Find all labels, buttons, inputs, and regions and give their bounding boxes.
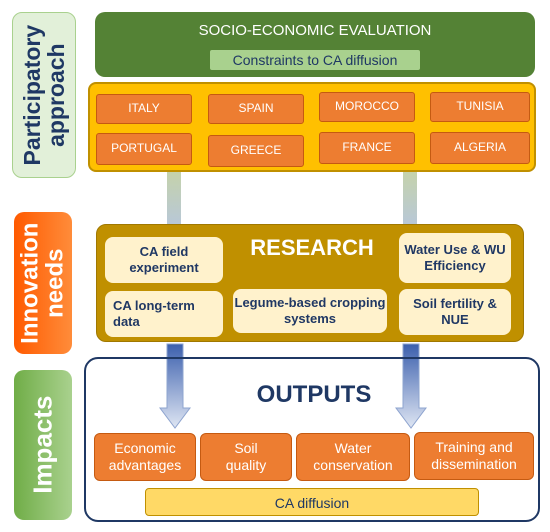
side-label-impacts: Impacts <box>14 370 72 520</box>
research-item-soil-fertility: Soil fertility & NUE <box>399 289 511 335</box>
outputs-title: OUTPUTS <box>256 381 372 408</box>
arrow-left-down <box>159 343 191 429</box>
country-spain: SPAIN <box>208 94 304 124</box>
research-item-ca-field-experiment: CA field experiment <box>105 237 223 283</box>
countries-box: ITALY SPAIN MOROCCO TUNISIA PORTUGAL GRE… <box>88 82 536 172</box>
outputs-footer: CA diffusion <box>145 488 479 516</box>
side-label-participatory: Participatory approach <box>12 12 76 178</box>
country-italy: ITALY <box>96 94 192 124</box>
outputs-box: OUTPUTS <box>84 357 540 522</box>
output-water-conservation: Water conservation <box>296 433 410 481</box>
research-item-ca-long-term-data: CA long-term data <box>105 291 223 337</box>
header-subtitle: Constraints to CA diffusion <box>210 50 420 70</box>
connector-right-upper <box>403 168 417 228</box>
header-title: SOCIO-ECONOMIC EVALUATION <box>198 22 432 39</box>
country-france: FRANCE <box>319 132 415 164</box>
side-label-innovation: Innovation needs <box>14 212 72 354</box>
header-box: SOCIO-ECONOMIC EVALUATION Constraints to… <box>95 12 535 77</box>
country-portugal: PORTUGAL <box>96 133 192 165</box>
research-item-legume-cropping: Legume-based cropping systems <box>233 289 387 333</box>
arrow-right-down <box>395 343 427 429</box>
country-algeria: ALGERIA <box>430 132 530 164</box>
research-title: RESEARCH <box>250 235 374 260</box>
connector-left-upper <box>167 168 181 228</box>
output-soil-quality: Soil quality <box>200 433 292 481</box>
output-training-dissemination: Training and dissemination <box>414 432 534 480</box>
country-greece: GREECE <box>208 135 304 167</box>
research-box: RESEARCH CA field experiment Water Use &… <box>96 224 524 342</box>
research-item-water-use: Water Use & WU Efficiency <box>399 233 511 283</box>
country-morocco: MOROCCO <box>319 92 415 122</box>
country-tunisia: TUNISIA <box>430 92 530 122</box>
output-economic-advantages: Economic advantages <box>94 433 196 481</box>
